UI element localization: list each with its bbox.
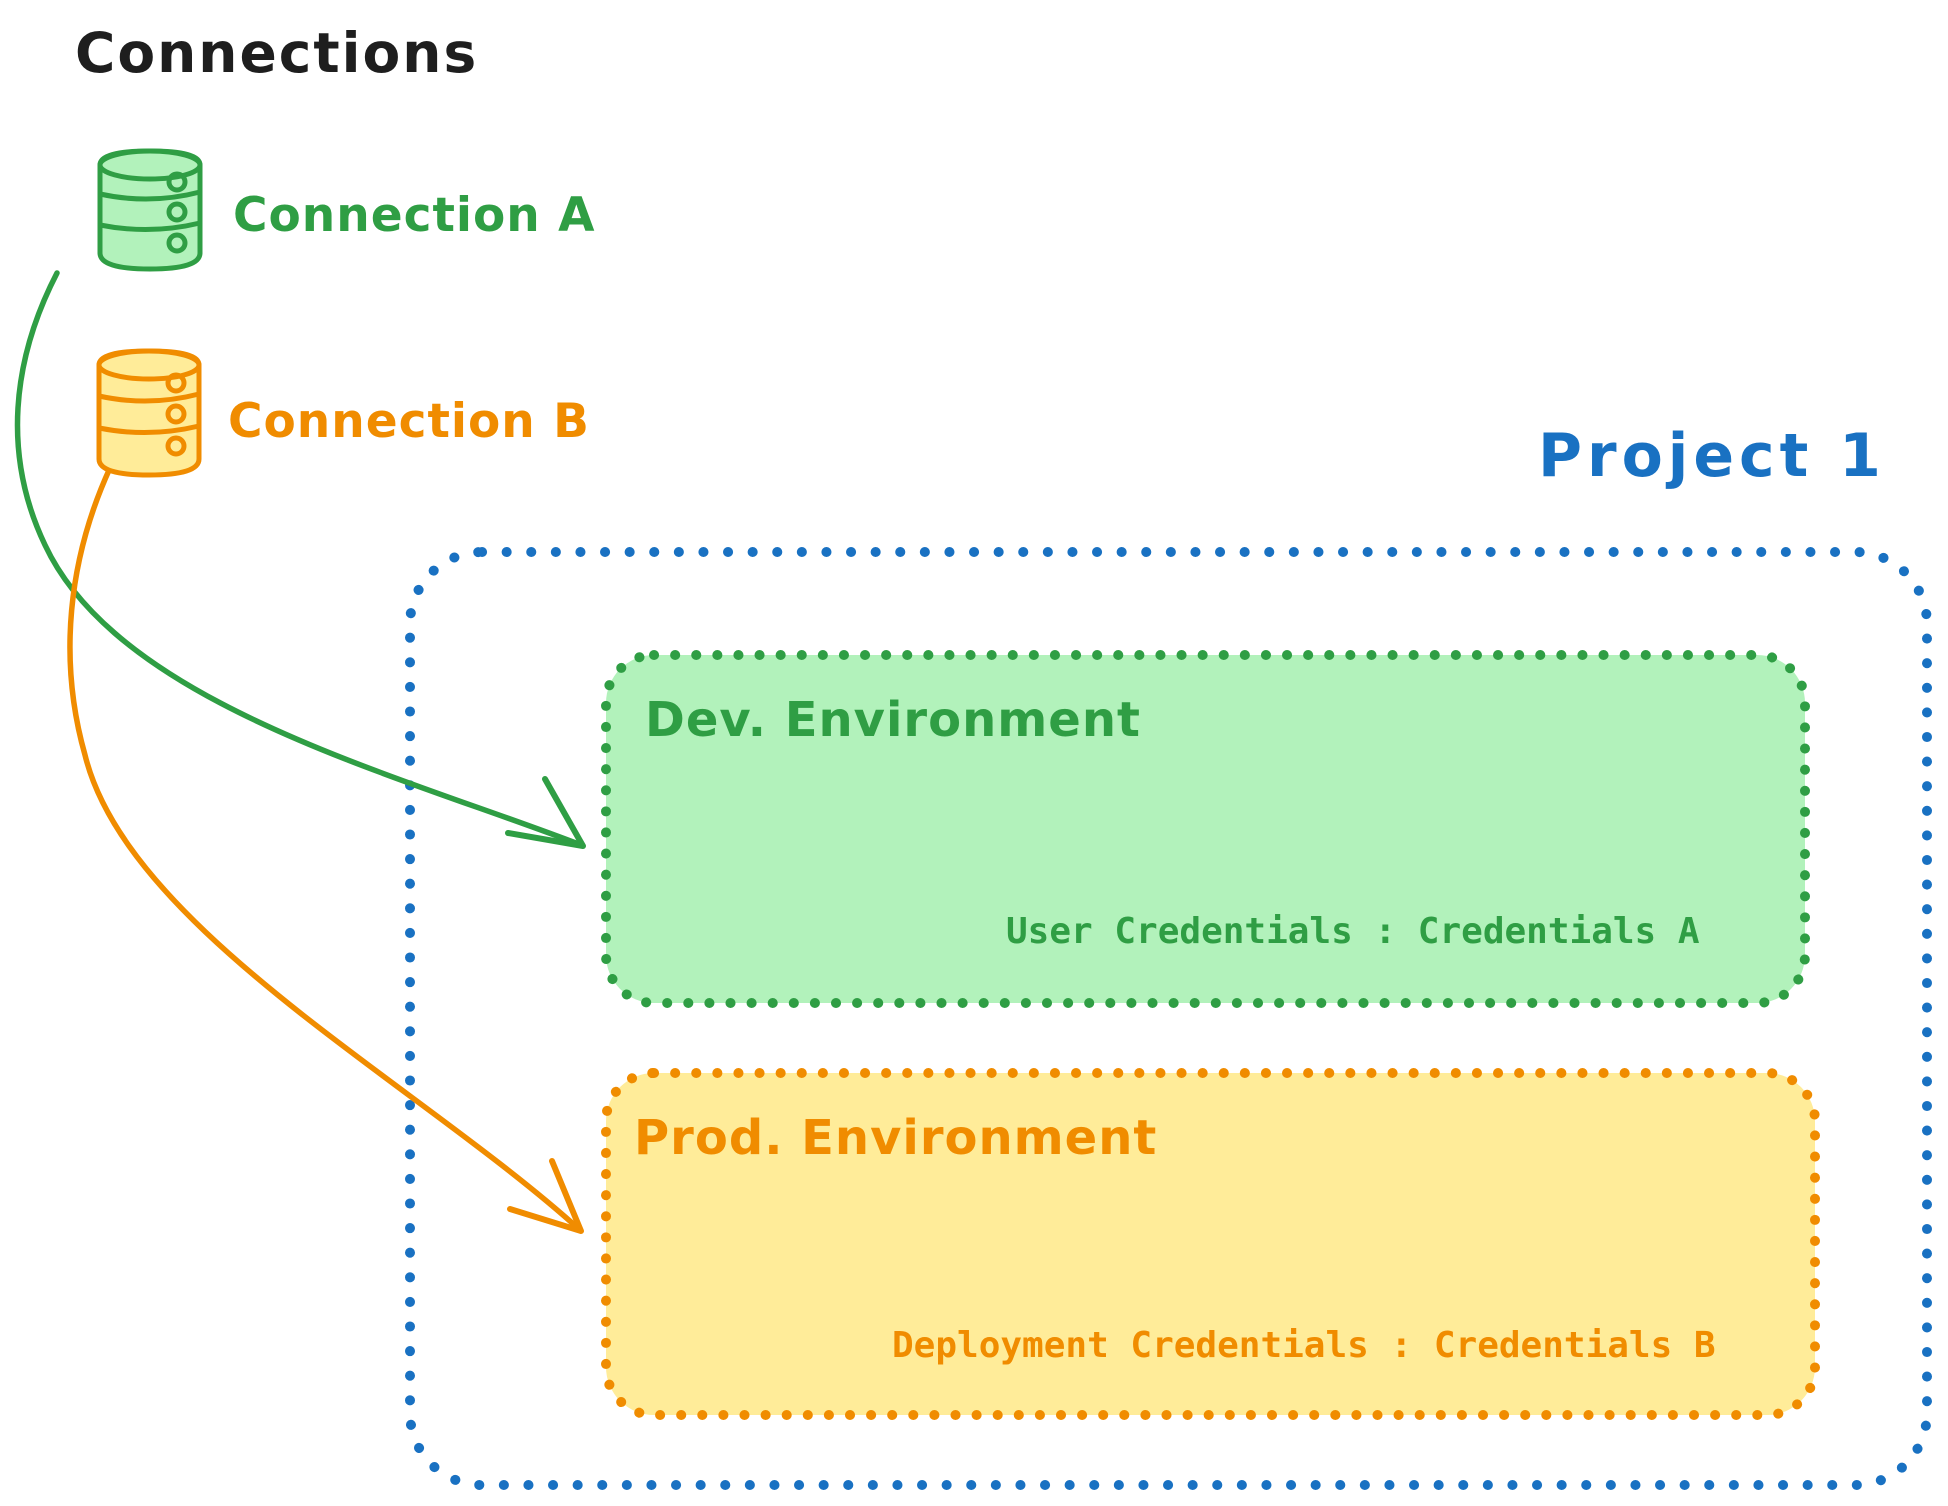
project-title: Project 1 xyxy=(1538,421,1886,491)
dev-environment-title: Dev. Environment xyxy=(645,692,1141,748)
arrow-connection-b-to-prod xyxy=(67,465,584,1234)
dev-environment-credentials: User Credentials : Credentials A xyxy=(1006,911,1700,952)
connection-a-database-icon xyxy=(97,148,203,272)
prod-environment-title: Prod. Environment xyxy=(634,1110,1158,1166)
arrow-connection-a-to-dev xyxy=(14,270,586,849)
project-box-border xyxy=(405,547,1932,1490)
connection-b-database-icon xyxy=(96,348,202,478)
arrowhead-icon xyxy=(505,776,586,849)
connection-b-label: Connection B xyxy=(228,394,590,449)
arrow-shaft xyxy=(14,270,584,848)
connection-a-label: Connection A xyxy=(233,188,596,243)
prod-environment-credentials: Deployment Credentials : Credentials B xyxy=(892,1325,1716,1366)
arrow-shaft xyxy=(67,465,583,1233)
arrowhead-icon xyxy=(507,1158,584,1234)
connections-title: Connections xyxy=(75,21,479,85)
dev-environment-box xyxy=(601,650,1810,1008)
prod-environment-box xyxy=(601,1068,1820,1420)
